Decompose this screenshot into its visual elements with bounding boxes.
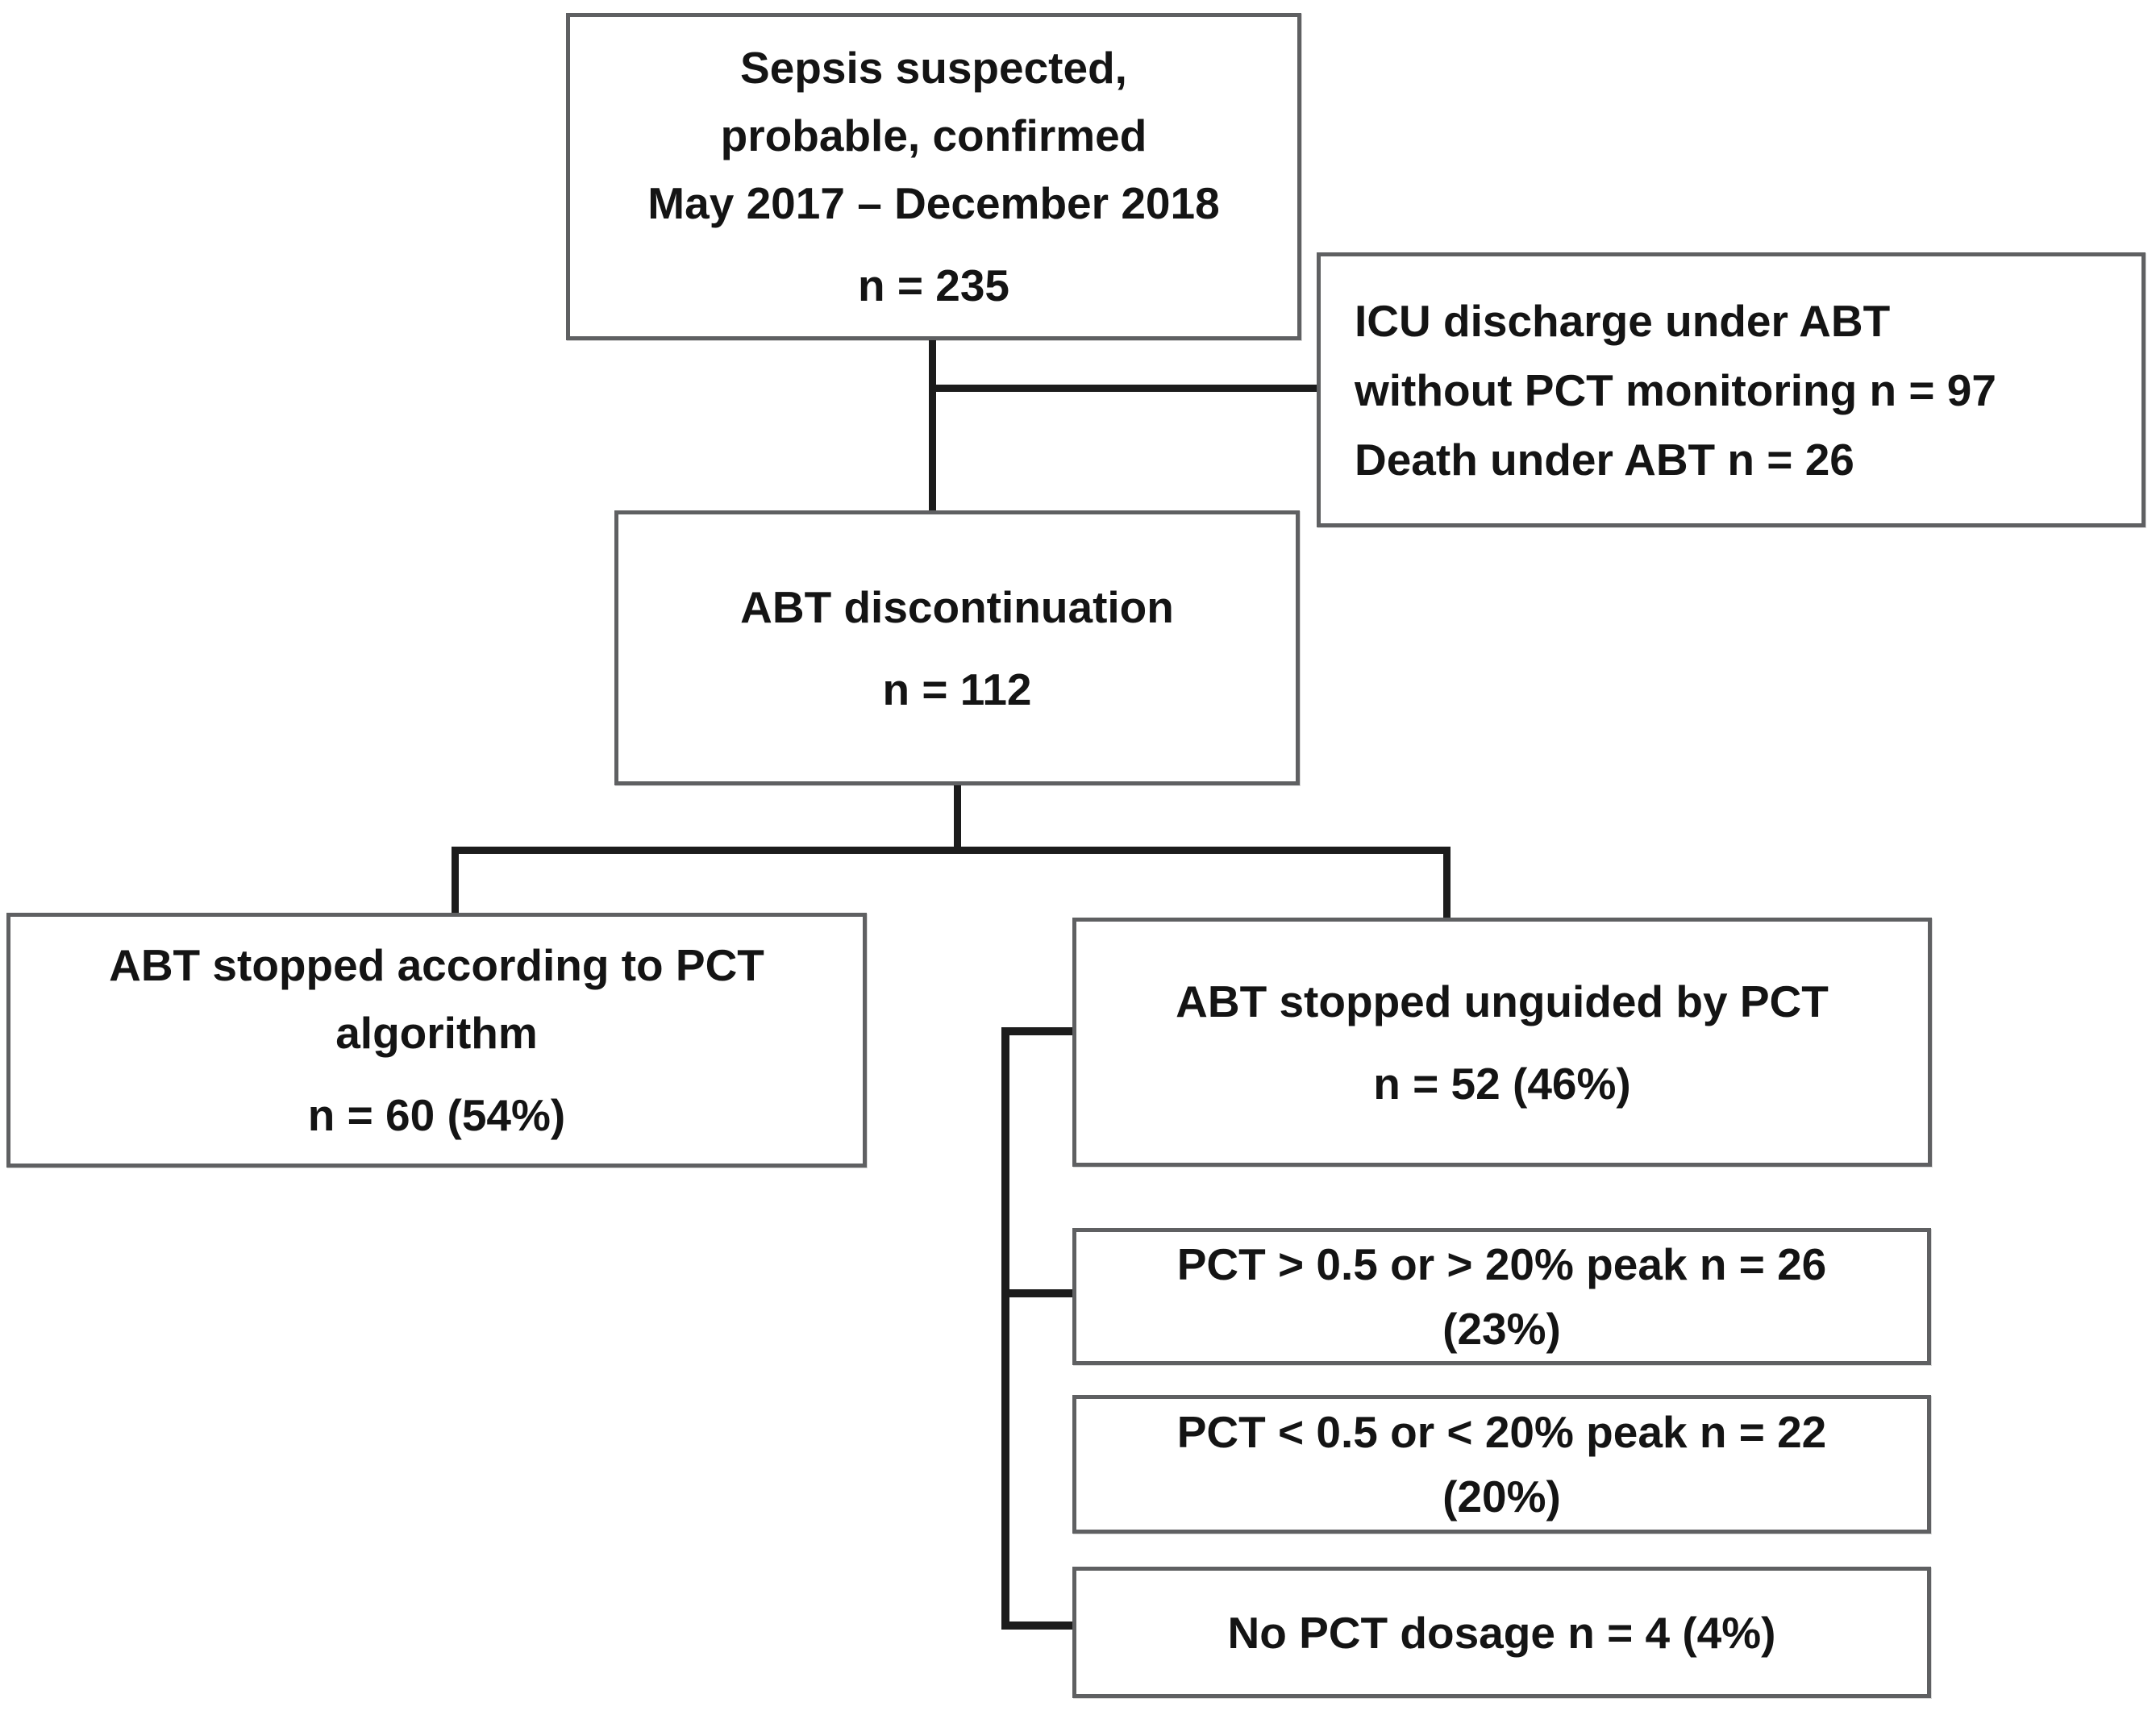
- connector-split-left-drop: [452, 847, 459, 914]
- pct-guided-box: ABT stopped according to PCT algorithm n…: [6, 913, 867, 1168]
- pct-unguided-count: n = 52 (46%): [1373, 1058, 1631, 1109]
- connector-enrollment-to-discontinuation: [929, 340, 936, 512]
- connector-stub-no-pct: [1001, 1621, 1076, 1630]
- pct-guided-line: ABT stopped according to PCT: [109, 940, 764, 990]
- no-pct-dosage-box: No PCT dosage n = 4 (4%): [1072, 1567, 1931, 1698]
- pct-unguided-line: ABT stopped unguided by PCT: [1176, 976, 1829, 1026]
- pct-guided-line: algorithm: [335, 1008, 538, 1058]
- connector-exclusions-branch: [929, 385, 1318, 392]
- pct-unguided-box: ABT stopped unguided by PCT n = 52 (46%): [1072, 918, 1932, 1167]
- enrollment-line: Sepsis suspected,: [740, 43, 1127, 93]
- exclusions-box: ICU discharge under ABT without PCT moni…: [1317, 252, 2146, 527]
- connector-split-right-drop: [1443, 847, 1451, 919]
- pct-below-threshold-box: PCT < 0.5 or < 20% peak n = 22 (20%): [1072, 1395, 1931, 1534]
- pct-guided-count: n = 60 (54%): [307, 1090, 566, 1140]
- pct-below-line: PCT < 0.5 or < 20% peak n = 22: [1176, 1407, 1827, 1457]
- pct-below-percent: (20%): [1442, 1472, 1561, 1522]
- connector-split-horizontal: [452, 847, 1451, 854]
- connector-unguided-spine: [1001, 1027, 1009, 1630]
- connector-stub-unguided: [1001, 1027, 1076, 1035]
- discontinuation-line: ABT discontinuation: [740, 581, 1174, 632]
- enrollment-line: probable, confirmed: [720, 110, 1147, 160]
- enrollment-line: May 2017 – December 2018: [647, 178, 1220, 228]
- discontinuation-box: ABT discontinuation n = 112: [614, 510, 1300, 785]
- exclusions-line: without PCT monitoring n = 97: [1355, 364, 1996, 415]
- pct-above-threshold-box: PCT > 0.5 or > 20% peak n = 26 (23%): [1072, 1228, 1931, 1365]
- enrollment-box: Sepsis suspected, probable, confirmed Ma…: [566, 13, 1301, 340]
- exclusions-line: ICU discharge under ABT: [1355, 295, 1891, 346]
- no-pct-dosage-line: No PCT dosage n = 4 (4%): [1227, 1607, 1776, 1658]
- pct-above-percent: (23%): [1442, 1304, 1561, 1354]
- connector-discontinuation-down: [954, 784, 961, 852]
- enrollment-count: n = 235: [857, 260, 1010, 310]
- pct-above-line: PCT > 0.5 or > 20% peak n = 26: [1176, 1239, 1827, 1289]
- exclusions-line: Death under ABT n = 26: [1355, 434, 1854, 485]
- connector-stub-pct-above: [1001, 1289, 1076, 1297]
- discontinuation-count: n = 112: [882, 664, 1032, 714]
